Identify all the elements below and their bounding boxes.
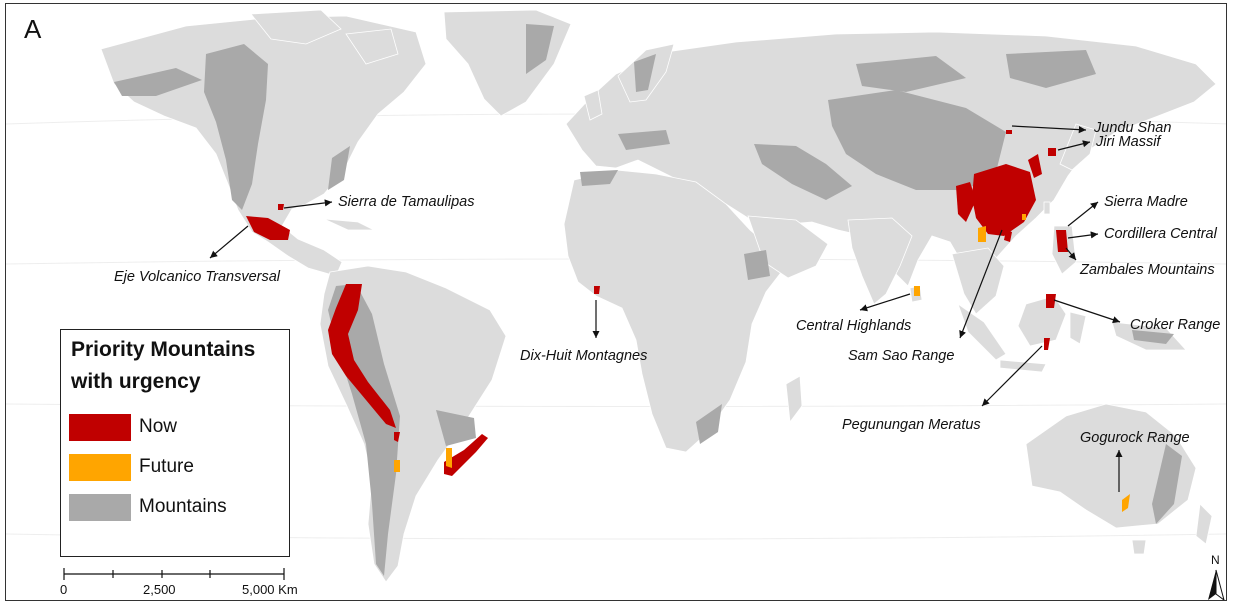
panel-label: A bbox=[24, 14, 42, 44]
scale-label-0: 0 bbox=[60, 582, 68, 597]
arrow-zambales-mountains bbox=[1065, 247, 1077, 261]
label-jundu-shan: Jundu Shan bbox=[1094, 120, 1172, 136]
arrow-eje-volcanico-transversal bbox=[209, 225, 249, 259]
legend: Priority Mountains with urgency Now Futu… bbox=[60, 329, 290, 557]
legend-swatch-mountains bbox=[69, 494, 131, 521]
rocky-mountains bbox=[204, 44, 268, 210]
world-map bbox=[6, 9, 1226, 600]
label-cordillera-central: Cordillera Central bbox=[1104, 226, 1217, 242]
philippines-now-area bbox=[1056, 230, 1068, 252]
legend-swatch-future bbox=[69, 454, 131, 481]
arrow-sierra-de-tamaulipas bbox=[283, 199, 333, 209]
legend-label-future: Future bbox=[139, 456, 194, 477]
eje-volcanico-transversal-area bbox=[246, 216, 290, 240]
scale-bar-lines bbox=[63, 568, 285, 580]
label-sierra-madre: Sierra Madre bbox=[1104, 194, 1188, 210]
legend-label-now: Now bbox=[139, 416, 178, 437]
arrow-jiri-massif bbox=[1057, 140, 1091, 151]
arrow-sierra-madre bbox=[1067, 201, 1099, 227]
priority-future-areas bbox=[394, 214, 1130, 512]
central-highlands-area bbox=[914, 286, 920, 296]
croker-range-area bbox=[1046, 294, 1056, 308]
label-pegunungan-meratus: Pegunungan Meratus bbox=[842, 417, 981, 433]
legend-label-mountains: Mountains bbox=[139, 496, 227, 517]
pegunungan-meratus-area bbox=[1044, 338, 1050, 350]
arrow-jundu-shan bbox=[1011, 125, 1087, 134]
legend-title-line1: Priority Mountains bbox=[71, 338, 256, 361]
arrow-croker-range bbox=[1053, 299, 1121, 324]
mountain-areas bbox=[114, 24, 1182, 576]
label-jiri-massif: Jiri Massif bbox=[1096, 134, 1161, 150]
jiri-massif-area bbox=[1048, 148, 1056, 156]
legend-title-line2: with urgency bbox=[71, 370, 201, 393]
atlantic-forest-area bbox=[444, 434, 488, 476]
legend-swatch-now bbox=[69, 414, 131, 441]
north-arrow-icon bbox=[1208, 569, 1225, 600]
label-sierra-de-tamaulipas: Sierra de Tamaulipas bbox=[338, 194, 475, 210]
arrow-cordillera-central bbox=[1067, 231, 1099, 239]
scale-label-2500: 2,500 bbox=[143, 582, 176, 597]
arrow-central-highlands bbox=[859, 293, 911, 312]
arrow-sam-sao-range bbox=[959, 229, 1003, 339]
label-croker-range: Croker Range bbox=[1130, 317, 1221, 333]
callout-arrows bbox=[209, 125, 1123, 492]
andes-now-area bbox=[328, 284, 396, 428]
north-label: N bbox=[1211, 553, 1220, 567]
australia bbox=[1025, 403, 1197, 529]
southeast-asia-now-area bbox=[956, 182, 976, 222]
label-zambales-mountains: Zambales Mountains bbox=[1080, 262, 1215, 278]
tibetan-plateau bbox=[828, 90, 1006, 190]
priority-now-areas bbox=[246, 130, 1068, 476]
dix-huit-montagnes-area bbox=[594, 286, 600, 294]
sierra-de-tamaulipas-area bbox=[278, 204, 284, 210]
map-frame: A Jundu Shan Jiri Massif Sierra Madre Co… bbox=[5, 3, 1227, 601]
arrow-pegunungan-meratus bbox=[981, 345, 1043, 407]
jundu-shan-area bbox=[1006, 130, 1012, 134]
label-central-highlands: Central Highlands bbox=[796, 318, 912, 334]
gogurock-range-area bbox=[1122, 494, 1130, 512]
label-sam-sao-range: Sam Sao Range bbox=[848, 348, 955, 364]
label-eje-volcanico-transversal: Eje Volcanico Transversal bbox=[114, 269, 281, 285]
arctic-islands bbox=[250, 9, 342, 45]
scale-label-5000-km: 5,000 Km bbox=[242, 582, 298, 597]
label-dix-huit-montagnes: Dix-Huit Montagnes bbox=[520, 348, 648, 364]
label-gogurock-range: Gogurock Range bbox=[1080, 430, 1190, 446]
